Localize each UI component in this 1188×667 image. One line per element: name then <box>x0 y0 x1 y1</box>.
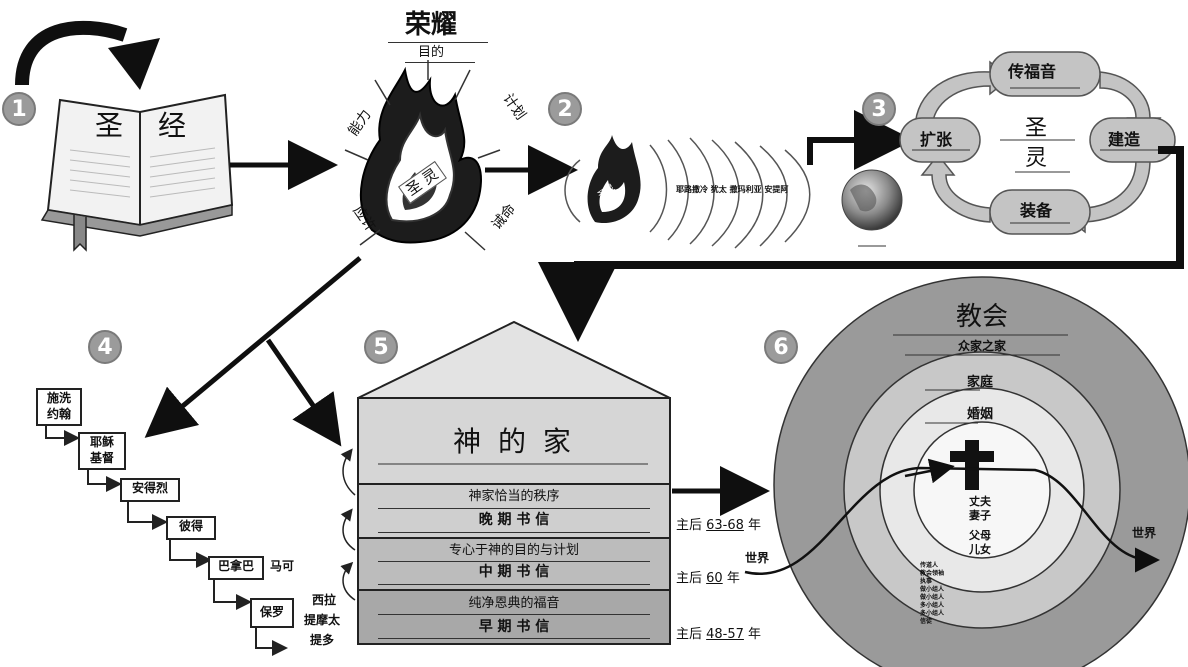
floor-late-title: 晚 期 书 信 <box>478 512 550 528</box>
role-item: 多小组人 <box>920 602 945 609</box>
role-item: 做小组人 <box>920 594 945 601</box>
cycle-spirit-top: 圣 <box>1025 116 1048 141</box>
role-item: 教会领袖 <box>920 570 945 577</box>
step-5-badge: 5 <box>364 330 398 364</box>
church-title: 教会 <box>955 302 1008 332</box>
bible-label-left: 圣 <box>95 109 124 142</box>
small-fire-icon <box>587 135 641 224</box>
floor-mid-title: 中 期 书 信 <box>478 564 550 580</box>
parents-label: 父母 <box>969 529 991 542</box>
world-curve-arrow <box>744 466 1160 576</box>
floor-mid-subtitle: 专心于神的目的与计划 <box>448 543 579 558</box>
timothy-label: 提摩太 <box>304 613 341 627</box>
step-3-badge: 3 <box>862 92 896 126</box>
date-early: 主后 48-57 年 <box>676 627 762 642</box>
connector-arrow <box>538 146 1184 342</box>
chain-item-andrew: 安得烈 <box>120 478 180 502</box>
house-top-floor <box>357 397 671 485</box>
expand-label[interactable]: 扩张 <box>920 130 953 149</box>
date-mid: 主后 60 年 <box>676 571 740 586</box>
cross-icon <box>950 440 994 490</box>
role-item: 多小组人 <box>920 610 945 617</box>
roles-list: 传道人 教会领袖 执事 做小组人 做小组人 多小组人 多小组人 信徒 <box>920 562 970 626</box>
marriage-label: 婚姻 <box>966 407 993 422</box>
step-6-badge: 6 <box>764 330 798 364</box>
step-2-badge: 2 <box>548 92 582 126</box>
world-left-label: 世界 <box>745 551 770 565</box>
date-late: 主后 63-68 年 <box>676 518 762 533</box>
cycle-spirit-bottom: 灵 <box>1025 146 1048 171</box>
places-label: 耶路撒冷 犹太 撒玛利亚 安提阿 <box>676 185 789 194</box>
role-item: 信徒 <box>920 618 933 625</box>
floor-early-subtitle: 纯净恩典的福音 <box>468 596 560 611</box>
bible-loop-arrow <box>15 20 128 86</box>
ripple-waves <box>564 137 811 249</box>
bible-loop-arrowhead <box>108 38 160 90</box>
bible-label-right: 经 <box>158 109 187 142</box>
silas-label: 西拉 <box>312 593 337 607</box>
house-title: 神 的 家 <box>453 425 575 458</box>
bible-book-icon <box>40 93 234 252</box>
chain-item-peter: 彼得 <box>166 516 216 540</box>
role-item: 传道人 <box>920 562 939 569</box>
role-item: 做小组人 <box>920 586 945 593</box>
chain-item-paul: 保罗 <box>250 598 294 628</box>
children-label: 儿女 <box>969 543 991 556</box>
husband-label: 丈夫 <box>969 495 991 508</box>
house-roof <box>357 320 671 399</box>
chain-item-barnabas: 巴拿巴 <box>208 556 264 580</box>
floor-early-title: 早 期 书 信 <box>478 619 550 635</box>
role-item: 执事 <box>920 578 933 585</box>
step-4-badge: 4 <box>88 330 122 364</box>
build-label[interactable]: 建造 <box>1108 130 1141 149</box>
chain-item-jesus: 耶稣 基督 <box>78 432 126 470</box>
purpose-label: 目的 <box>418 45 445 60</box>
church-subtitle: 众家之家 <box>957 339 1006 353</box>
glory-title: 荣耀 <box>405 10 458 40</box>
family-label: 家庭 <box>966 375 993 390</box>
step-1-badge: 1 <box>2 92 36 126</box>
floor-late-subtitle: 神家恰当的秩序 <box>468 489 560 504</box>
world-right-label: 世界 <box>1132 526 1157 540</box>
mark-label: 马可 <box>270 559 295 573</box>
wife-label: 妻子 <box>969 509 991 522</box>
equip-label[interactable]: 装备 <box>1020 201 1053 220</box>
chain-item-john: 施洗 约翰 <box>36 388 82 426</box>
titus-label: 提多 <box>310 633 335 647</box>
evangelize-label[interactable]: 传福音 <box>1008 62 1057 81</box>
